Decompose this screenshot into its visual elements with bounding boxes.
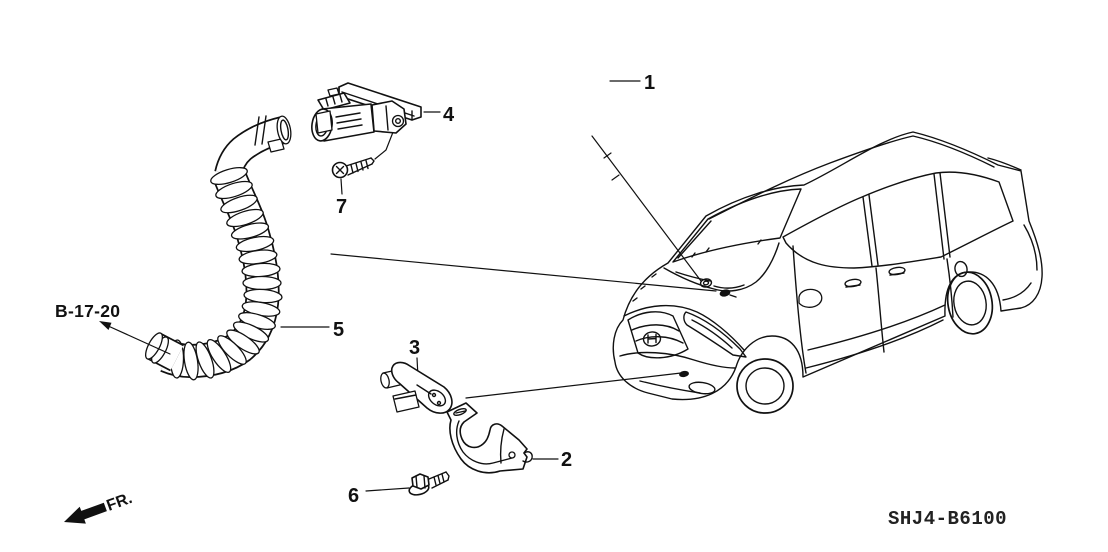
reference-label: B-17-20: [55, 301, 120, 321]
vehicle-illustration: [612, 131, 1043, 414]
sensor-location-markers: [679, 278, 737, 378]
part-7-screw: [331, 157, 375, 195]
front-label: FR.: [104, 490, 134, 515]
door-handles: [844, 266, 906, 288]
diagram-code: SHJ4-B6100: [888, 508, 1007, 530]
part-5-aspirator-hose: [144, 115, 292, 381]
callout-3: 3: [409, 337, 420, 359]
honda-badge-icon: [642, 331, 662, 347]
reference-callout: B-17-20: [55, 301, 171, 355]
part-3-ambient-sensor: [380, 357, 453, 414]
callout-5: 5: [333, 319, 344, 341]
callout-2: 2: [561, 449, 572, 471]
side-mirror: [798, 288, 823, 308]
callout-1: 1: [644, 72, 655, 94]
leader-lines: [330, 126, 717, 399]
leader-part1-to-car: [591, 135, 702, 282]
front-arrow-icon: [64, 502, 107, 524]
part-6-bolt: [408, 471, 450, 496]
callout-4: 4: [443, 104, 455, 126]
hose-ribs: [169, 167, 283, 381]
callout-6: 6: [348, 485, 359, 507]
part-4-incar-sensor: [311, 82, 422, 142]
leader-part2-to-car: [465, 372, 682, 399]
leader-screw-to-part4: [374, 126, 396, 160]
leader-part4-to-car: [330, 253, 717, 292]
callout-7: 7: [336, 196, 347, 218]
fr-direction-marker: FR.: [64, 490, 135, 524]
reference-arrowhead-icon: [99, 321, 112, 330]
part-2-bracket: [446, 402, 533, 474]
callout-labels: 1 2 3 4 5 6 7: [280, 72, 655, 507]
